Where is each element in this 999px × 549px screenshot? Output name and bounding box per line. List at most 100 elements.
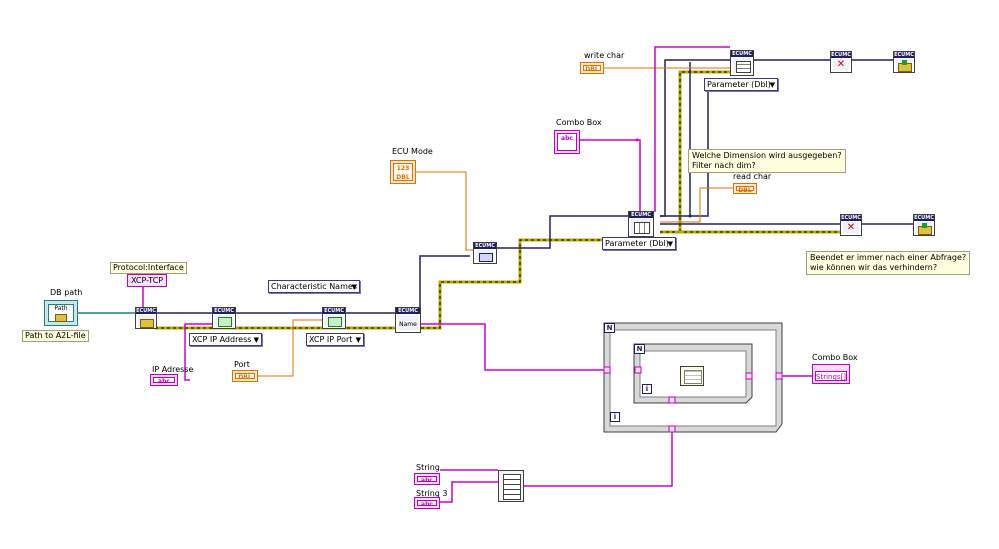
ecumc-write-characteristic-vi[interactable]: ECUMC [730,50,754,76]
db-path-control[interactable]: Path [44,300,78,326]
ecumc-connect-vi[interactable]: ECUMC [473,242,497,264]
dropdown-arrow-icon: ▼ [253,336,259,344]
refnum-wire-group [155,59,913,314]
ecumc-set-ip-address-vi[interactable]: ECUMC [212,307,236,329]
ring-text: Parameter (Dbl) [707,80,771,89]
comment-abfrage: Beendet er immer nach einer Abfrage? wie… [806,251,971,275]
string-wire [184,323,215,381]
num-text: 123 [396,165,410,172]
ip-adresse-label: IP Adresse [152,365,194,374]
string3-control[interactable]: abc [414,497,440,509]
combo-box-label: Combo Box [556,118,602,127]
write-char-label: write char [584,51,625,60]
string-control[interactable]: abc [414,473,440,485]
tunnel [745,372,753,380]
ecumc-disconnect-vi[interactable]: ECUMC ✕ [840,214,862,236]
inner-loop-iteration-terminal: i [642,384,652,394]
network-property-icon [325,315,343,327]
disconnect-x-icon: ✕ [833,59,849,70]
tunnel [668,396,676,404]
port-label: Port [234,360,250,369]
combo-box-control[interactable]: abc [554,130,580,154]
string-wire [440,481,498,503]
dbl-glyph: DBL [583,65,601,73]
string-wire [420,323,606,371]
strings-glyph: Strings[] [815,371,847,381]
string-label: String [416,463,440,472]
ip-adresse-control[interactable]: abc [150,374,178,386]
ecumc-set-ip-port-vi[interactable]: ECUMC [322,307,346,329]
vi-banner: ECUMC [136,308,156,314]
refnum-wire [660,80,709,217]
ring-text: XCP IP Port [309,335,353,344]
vi-banner: ECUMC [731,51,753,57]
tunnel [668,425,676,433]
protocol-interface-label: Protocol:Interface [110,262,187,274]
write-char-control[interactable]: DBL [580,62,604,74]
wire-junction [678,230,682,234]
combo-box-output-label: Combo Box [812,353,858,362]
xcp-ip-port-ring[interactable]: XCP IP Port▼ [306,333,364,346]
read-char-indicator[interactable]: DBL [733,183,757,194]
dropdown-arrow-icon: ▼ [351,283,357,291]
string-compare-function[interactable] [680,366,704,386]
ecumc-read-characteristic-vi[interactable]: ECUMC [628,211,654,237]
port-control[interactable]: DBL [232,370,258,382]
refnum-wire [496,215,633,249]
db-path-label: DB path [50,288,83,297]
characteristic-names-ring[interactable]: Characteristic Names▼ [268,280,360,293]
dbl-text: DBL [396,174,410,181]
dropdown-arrow-icon: ▼ [667,240,673,248]
combo-box-strings-indicator[interactable]: Strings[] [812,364,850,384]
comment-dimension: Welche Dimension wird ausgegeben? Filter… [688,149,846,173]
ecumc-get-names-vi[interactable]: ECUMC Name [395,307,421,333]
wire-junction [635,138,639,142]
connect-icon [476,250,494,262]
ecumc-disconnect-vi-top[interactable]: ECUMC ✕ [830,51,852,73]
ecumc-close-database-vi-top[interactable]: ECUMC [893,51,915,73]
abc-glyph: abc [417,500,437,508]
string-wire [580,139,641,212]
junction-group [635,138,692,234]
tunnel [603,366,611,374]
read-char-label: read char [733,172,772,181]
parameter-dbl-ring-top[interactable]: Parameter (Dbl)▼ [704,78,778,91]
abc-glyph: abc [417,476,437,484]
xcp-tcp-constant[interactable]: XCP-TCP [127,274,168,287]
compare-icon [684,370,702,384]
path-glyph: Path [54,305,68,312]
tunnel [775,372,783,380]
abc-glyph: abc [557,133,577,151]
numeric-wire-group [258,67,733,377]
close-folder-icon [916,222,932,235]
error-wire [415,238,633,330]
path-to-a2l-label: Path to A2L-file [22,330,89,342]
ecumc-close-database-vi[interactable]: ECUMC [913,214,935,236]
error-wire-group [155,70,840,330]
tunnel [634,366,642,374]
parameter-dbl-ring-mid[interactable]: Parameter (Dbl)▼ [602,237,676,250]
name-list-icon: Name [398,315,418,330]
string3-label: String 3 [416,489,448,498]
numeric-wire [416,171,476,251]
folder-icon [55,314,67,322]
vi-banner: ECUMC [841,215,861,221]
build-array-function[interactable] [498,470,524,502]
tunnel-group [603,366,783,433]
vi-banner: ECUMC [894,52,914,58]
wire-junction [688,214,692,218]
xcp-ip-address-ring[interactable]: XCP IP Address▼ [189,333,262,346]
refnum-wire [419,255,470,313]
open-folder-icon [138,315,154,328]
abc-glyph: abc [153,377,175,385]
vi-banner: ECUMC [629,212,653,218]
table-icon [631,219,651,234]
write-table-icon [733,58,751,73]
ecumc-open-database-vi[interactable]: ECUMC [135,307,157,329]
close-folder-icon [896,59,912,72]
dropdown-arrow-icon: ▼ [355,336,361,344]
network-property-icon [215,315,233,327]
